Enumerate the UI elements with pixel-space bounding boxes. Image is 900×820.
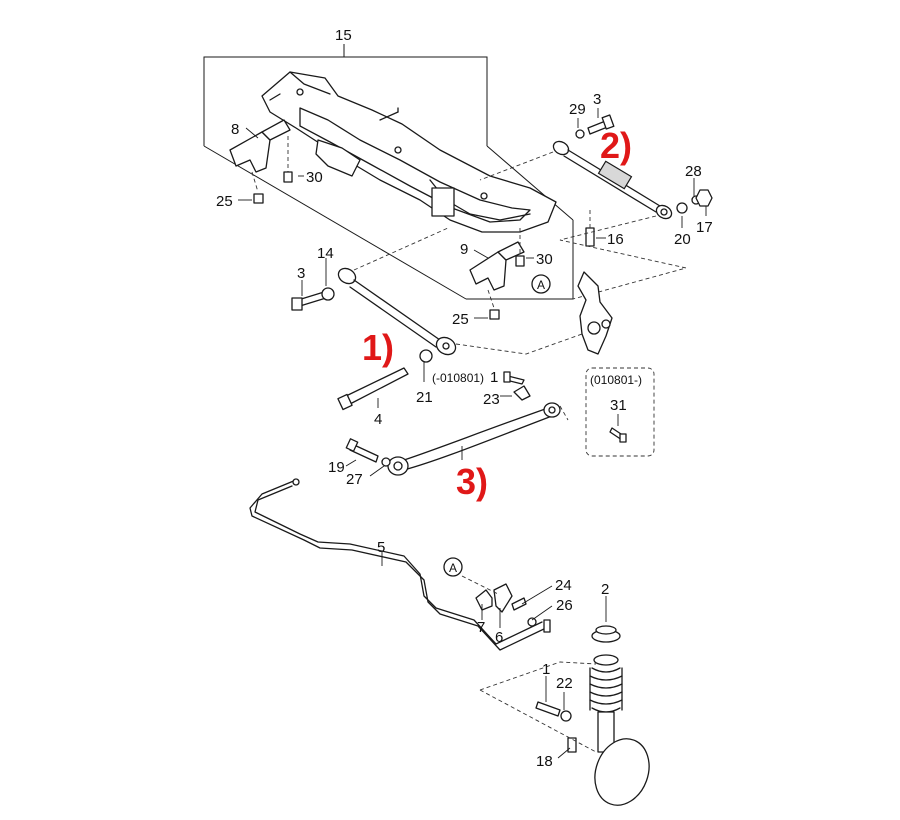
bolt-16	[585, 210, 595, 247]
bracket-8	[229, 119, 291, 173]
rear-crossmember	[261, 71, 557, 233]
callout-23: 23	[483, 391, 500, 408]
callout-9: 9	[460, 241, 468, 258]
callout-25-lower: 25	[452, 311, 469, 328]
callout-17: 17	[696, 219, 713, 236]
callout-27: 27	[346, 471, 363, 488]
shock-absorber-assembly	[589, 625, 650, 806]
washer-21	[419, 349, 433, 363]
rear-knuckle	[577, 271, 613, 355]
callout-2: 2	[601, 581, 609, 598]
bolt-3-lower	[291, 287, 335, 311]
callout-30-upper: 30	[306, 169, 323, 186]
callout-25-upper: 25	[216, 193, 233, 210]
bolt-31-box	[585, 367, 655, 457]
stabilizer-bracket-7-6	[475, 583, 513, 613]
bolt-30-lower	[515, 228, 525, 267]
callout-3-upper: 3	[593, 91, 601, 108]
callout-5: 5	[377, 539, 385, 556]
arm-label-1: 1)	[362, 327, 394, 368]
callout-1-upper: 1	[490, 369, 498, 386]
callout-1-lower: 1	[542, 661, 550, 678]
callout-19: 19	[328, 459, 345, 476]
stabilizer-bar	[249, 478, 551, 651]
callout-6: 6	[495, 629, 503, 646]
bracket-9	[469, 241, 525, 291]
callout-31: 31	[610, 397, 627, 414]
bolt-30-upper	[283, 136, 293, 183]
callout-8: 8	[231, 121, 239, 138]
callout-15: 15	[335, 27, 352, 44]
lower-rear-arm	[387, 385, 561, 476]
date-note-after: (010801-)	[590, 373, 642, 387]
bolt-1-arm	[503, 371, 525, 385]
callout-29: 29	[569, 101, 586, 118]
ref-marker-a-lower: A	[443, 557, 463, 577]
ref-marker-a-upper: A	[531, 274, 551, 294]
date-note-before: (-010801)	[432, 371, 484, 385]
callout-26: 26	[556, 597, 573, 614]
svg-text:A: A	[449, 561, 457, 575]
callout-22: 22	[556, 675, 573, 692]
callout-20: 20	[674, 231, 691, 248]
bolt-19-nut-27	[345, 438, 391, 467]
arm-label-3: 3)	[456, 461, 488, 502]
callout-14: 14	[317, 245, 334, 262]
callout-3-lower: 3	[297, 265, 305, 282]
callout-7: 7	[477, 619, 485, 636]
nut-25-lower	[487, 289, 500, 320]
callout-4: 4	[374, 411, 382, 428]
callout-28: 28	[685, 163, 702, 180]
callout-18: 18	[536, 753, 553, 770]
bolt-3-upper	[575, 114, 615, 139]
bolt-1-shock-nut-22-18	[535, 701, 577, 753]
bolt-24-nut-26	[511, 597, 537, 627]
washer-20-nut-28-17	[676, 189, 713, 214]
svg-text:A: A	[537, 278, 545, 292]
bolt-4	[337, 367, 409, 411]
nut-25-upper	[251, 171, 264, 204]
lower-front-arm	[337, 267, 457, 356]
callout-30-lower: 30	[536, 251, 553, 268]
callout-24: 24	[555, 577, 572, 594]
upper-control-arm	[552, 140, 673, 220]
callout-16: 16	[607, 231, 624, 248]
leader-lines	[238, 108, 707, 759]
callout-numbers: 15 8 25 30 29 3 28 20 17 16 9 30 25 14 3…	[216, 27, 713, 770]
callout-21: 21	[416, 389, 433, 406]
arm-label-2: 2)	[600, 125, 632, 166]
